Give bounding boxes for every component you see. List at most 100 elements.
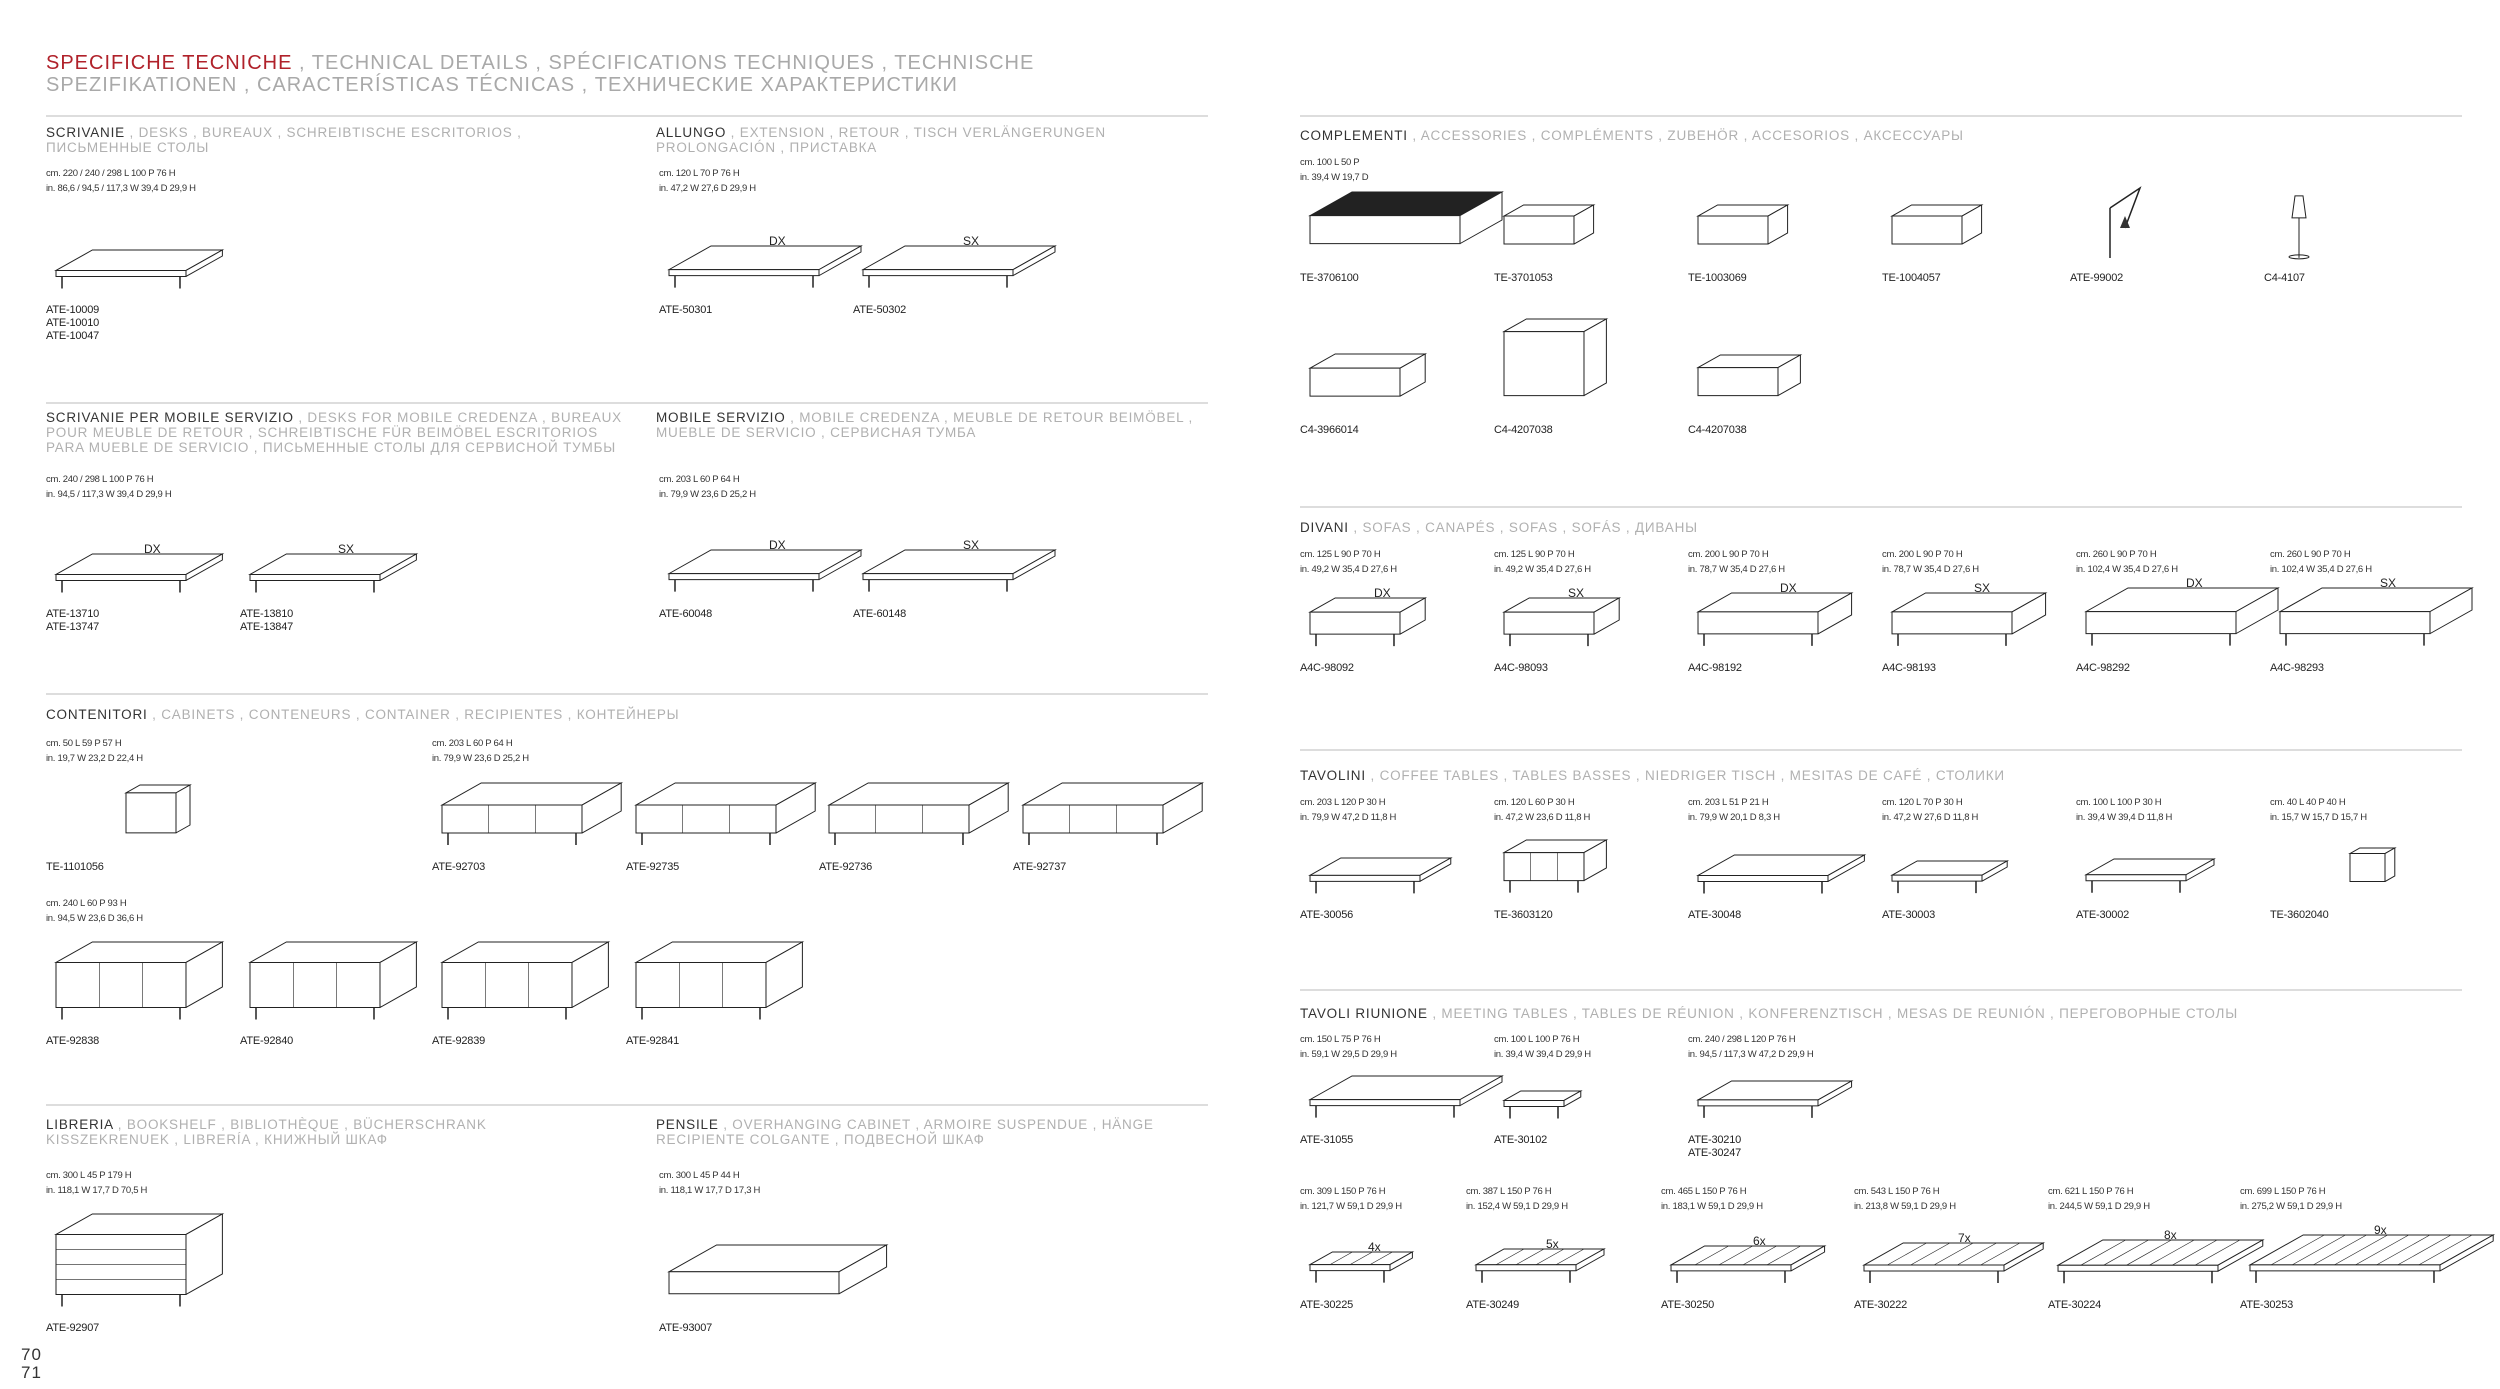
- section-translations: , BOOKSHELF , BIBLIOTHÈQUE , BÜCHERSCHRA…: [46, 1117, 487, 1147]
- section-translations: , COFFEE TABLES , TABLES BASSES , NIEDRI…: [1365, 768, 2005, 783]
- section-title: CONTENITORI: [46, 707, 148, 722]
- product-drawing-svg: [667, 549, 863, 592]
- product-drawing-svg: [1696, 204, 1790, 245]
- section-heading: ALLUNGO , EXTENSION , RETOUR , TISCH VER…: [656, 125, 1216, 155]
- product-drawing-svg: [124, 784, 192, 834]
- product-code: ATE-30102: [1494, 1134, 1548, 1146]
- product-drawing-svg: [1308, 352, 1428, 397]
- product-drawing-svg: [827, 782, 1011, 845]
- product-code: A4C-98193: [1882, 662, 1936, 674]
- dimensions-cm: cm. 240 / 298 L 100 P 76 H: [46, 474, 154, 485]
- dimensions-inches: in. 59,1 W 29,5 D 29,9 H: [1300, 1049, 1397, 1060]
- product-drawing-svg: [1502, 204, 1596, 245]
- product-code: A4C-98192: [1688, 662, 1742, 674]
- variant-tag: 9x: [2374, 1223, 2387, 1238]
- product-code: ATE-92736: [819, 861, 873, 873]
- dimensions-cm: cm. 260 L 90 P 70 H: [2270, 549, 2351, 560]
- product-drawing-svg: [1696, 853, 1867, 894]
- page-number-left: 70: [21, 1345, 42, 1364]
- product-code: TE-3701053: [1494, 272, 1553, 284]
- product-code: ATE-60148: [853, 608, 907, 620]
- variant-tag: DX: [769, 234, 786, 249]
- section-heading: MOBILE SERVIZIO , MOBILE CREDENZA , MEUB…: [656, 410, 1216, 440]
- section-title: COMPLEMENTI: [1300, 128, 1408, 143]
- product-drawing-svg: [1696, 592, 1854, 647]
- product-code: A4C-98293: [2270, 662, 2324, 674]
- product-drawing-svg: [634, 782, 818, 845]
- variant-tag: 7x: [1958, 1230, 1971, 1245]
- section-heading: CONTENITORI , CABINETS , CONTENEURS , CO…: [46, 707, 946, 722]
- dimensions-cm: cm. 699 L 150 P 76 H: [2240, 1186, 2326, 1197]
- dimensions-cm: cm. 621 L 150 P 76 H: [2048, 1186, 2134, 1197]
- title-translations: , TECHNICAL DETAILS , SPÉCIFICATIONS TEC…: [46, 52, 1035, 96]
- product-drawing-svg: [1308, 596, 1428, 646]
- dimensions-cm: cm. 465 L 150 P 76 H: [1661, 1186, 1747, 1197]
- dimensions-cm: cm. 203 L 60 P 64 H: [432, 738, 513, 749]
- dimensions: cm. 260 L 90 P 70 H in. 102,4 W 35,4 D 27…: [2270, 547, 2372, 577]
- product-code: ATE-30225: [1300, 1299, 1354, 1311]
- dimensions-inches: in. 47,2 W 27,6 D 29,9 H: [659, 183, 756, 194]
- product-code: TE-3603120: [1494, 909, 1553, 921]
- product-code: C4-4207038: [1688, 424, 1747, 436]
- section-translations: , ACCESSORIES , COMPLÉMENTS , ZUBEHÖR , …: [1407, 128, 1964, 143]
- product-code: ATE-93007: [659, 1322, 713, 1334]
- section-heading: DIVANI , SOFAS , CANAPÉS , SOFAS , SOFÁS…: [1300, 520, 2450, 535]
- product-drawing-svg: [667, 245, 863, 288]
- dimensions-inches: in. 49,2 W 35,4 D 27,6 H: [1300, 564, 1397, 575]
- section-title: SCRIVANIE PER MOBILE SERVIZIO: [46, 410, 294, 425]
- product-drawing-svg: [54, 1212, 225, 1307]
- section-translations: , SOFAS , CANAPÉS , SOFAS , SOFÁS , ДИВА…: [1348, 520, 1698, 535]
- divider: [46, 115, 1208, 117]
- product-code: C4-4207038: [1494, 424, 1553, 436]
- product-code: ATE-30253: [2240, 1299, 2294, 1311]
- variant-tag: DX: [1374, 585, 1391, 600]
- dimensions-inches: in. 19,7 W 23,2 D 22,4 H: [46, 753, 143, 764]
- product-code: A4C-98093: [1494, 662, 1548, 674]
- product-code: ATE-92907: [46, 1322, 100, 1334]
- product-drawing-svg: [667, 1244, 889, 1295]
- product-code: ATE-30056: [1300, 909, 1354, 921]
- product-code: TE-1004057: [1882, 272, 1941, 284]
- product-code: ATE-10009: [46, 304, 100, 316]
- product-drawing-svg: [1021, 782, 1205, 845]
- product-code: ATE-99002: [2070, 272, 2124, 284]
- product-drawing-svg: [1862, 1242, 2046, 1284]
- product-drawing-svg: [2248, 1234, 2496, 1284]
- section-translations: , DESKS FOR MOBILE CREDENZA , BUREAUX PO…: [46, 410, 622, 455]
- dimensions-inches: in. 121,7 W 59,1 D 29,9 H: [1300, 1201, 1402, 1212]
- product-drawing-svg: [1502, 1089, 1583, 1119]
- dimensions-cm: cm. 100 L 100 P 30 H: [2076, 797, 2162, 808]
- section-title: SCRIVANIE: [46, 125, 125, 140]
- dimensions-inches: in. 49,2 W 35,4 D 27,6 H: [1494, 564, 1591, 575]
- page-title: SPECIFICHE TECNICHE , TECHNICAL DETAILS …: [46, 52, 1226, 96]
- dimensions-inches: in. 102,4 W 35,4 D 27,6 H: [2076, 564, 2178, 575]
- variant-tag: 6x: [1753, 1234, 1766, 1249]
- dimensions-inches: in. 79,9 W 47,2 D 11,8 H: [1300, 812, 1397, 823]
- product-drawing-svg: [1669, 1245, 1827, 1284]
- product-code: ATE-60048: [659, 608, 713, 620]
- dimensions-cm: cm. 40 L 40 P 40 H: [2270, 797, 2346, 808]
- dimensions-cm: cm. 260 L 90 P 70 H: [2076, 549, 2157, 560]
- product-code: TE-3602040: [2270, 909, 2329, 921]
- dimensions-inches: in. 47,2 W 23,6 D 11,8 H: [1494, 812, 1591, 823]
- section-title: MOBILE SERVIZIO: [656, 410, 786, 425]
- dimensions-inches: in. 102,4 W 35,4 D 27,6 H: [2270, 564, 2372, 575]
- dimensions-cm: cm. 300 L 45 P 44 H: [659, 1170, 740, 1181]
- dimensions-inches: in. 86,6 / 94,5 / 117,3 W 39,4 D 29,9 H: [46, 183, 196, 194]
- product-code: ATE-13710: [46, 608, 100, 620]
- section-title: LIBRERIA: [46, 1117, 114, 1132]
- product-code: ATE-30247: [1688, 1147, 1742, 1159]
- product-code: ATE-92839: [432, 1035, 486, 1047]
